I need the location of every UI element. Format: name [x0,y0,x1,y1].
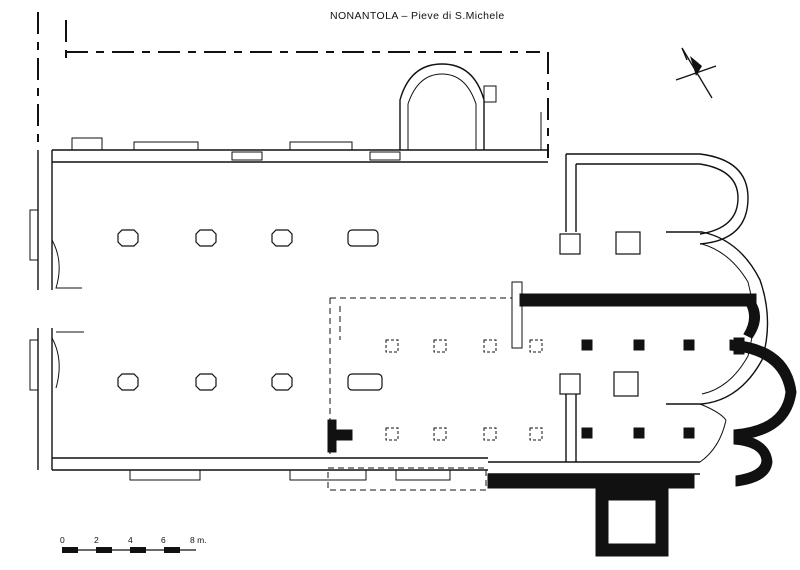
west-facade [29,150,84,470]
south-wall [52,457,488,491]
nave-piers-south [117,373,383,391]
plan-title: NONANTOLA – Pieve di S.Michele [330,10,505,22]
scale-tick-8: 8 m. [190,535,207,545]
north-arrow-icon [675,47,717,99]
scale-bar: 0 2 4 6 8 m. [60,535,207,553]
scale-tick-2: 2 [94,535,99,545]
ancient-foundation-outline [37,12,549,158]
north-wall [52,137,548,163]
scale-tick-0: 0 [60,535,65,545]
north-chapel [399,63,497,150]
ancient-church-outline [329,281,543,458]
scale-tick-6: 6 [161,535,166,545]
presbytery [488,153,769,475]
scale-tick-4: 4 [128,535,133,545]
early-walls [327,293,797,557]
nave-piers-north [117,229,379,247]
